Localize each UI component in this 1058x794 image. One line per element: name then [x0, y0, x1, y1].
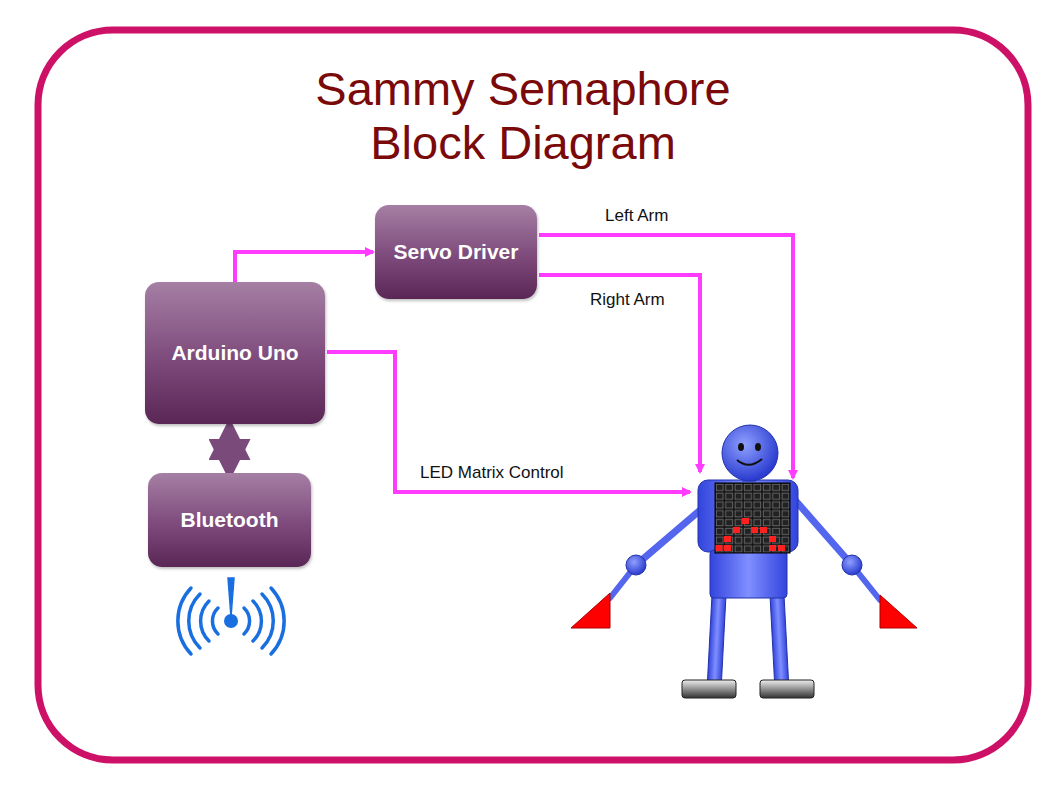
block-box: Servo Driver [375, 205, 537, 299]
block-label: Arduino Uno [163, 341, 306, 365]
signal-label: Right Arm [590, 290, 665, 310]
diagram-title: Sammy Semaphore Block Diagram [280, 62, 766, 170]
signal-label: Left Arm [605, 206, 668, 226]
block-label: Servo Driver [386, 240, 527, 264]
block-box: Bluetooth [148, 473, 311, 567]
robot-illustration [571, 425, 917, 698]
frame [38, 30, 1028, 760]
control-link [235, 252, 373, 282]
signal-label: LED Matrix Control [420, 463, 564, 483]
wireless-icon [178, 578, 284, 654]
block-box: Arduino Uno [145, 282, 325, 424]
block-label: Bluetooth [173, 508, 287, 532]
right-arm-wire [539, 275, 700, 472]
led-matrix-wire [327, 352, 690, 492]
bidirectional-link [226, 432, 233, 467]
